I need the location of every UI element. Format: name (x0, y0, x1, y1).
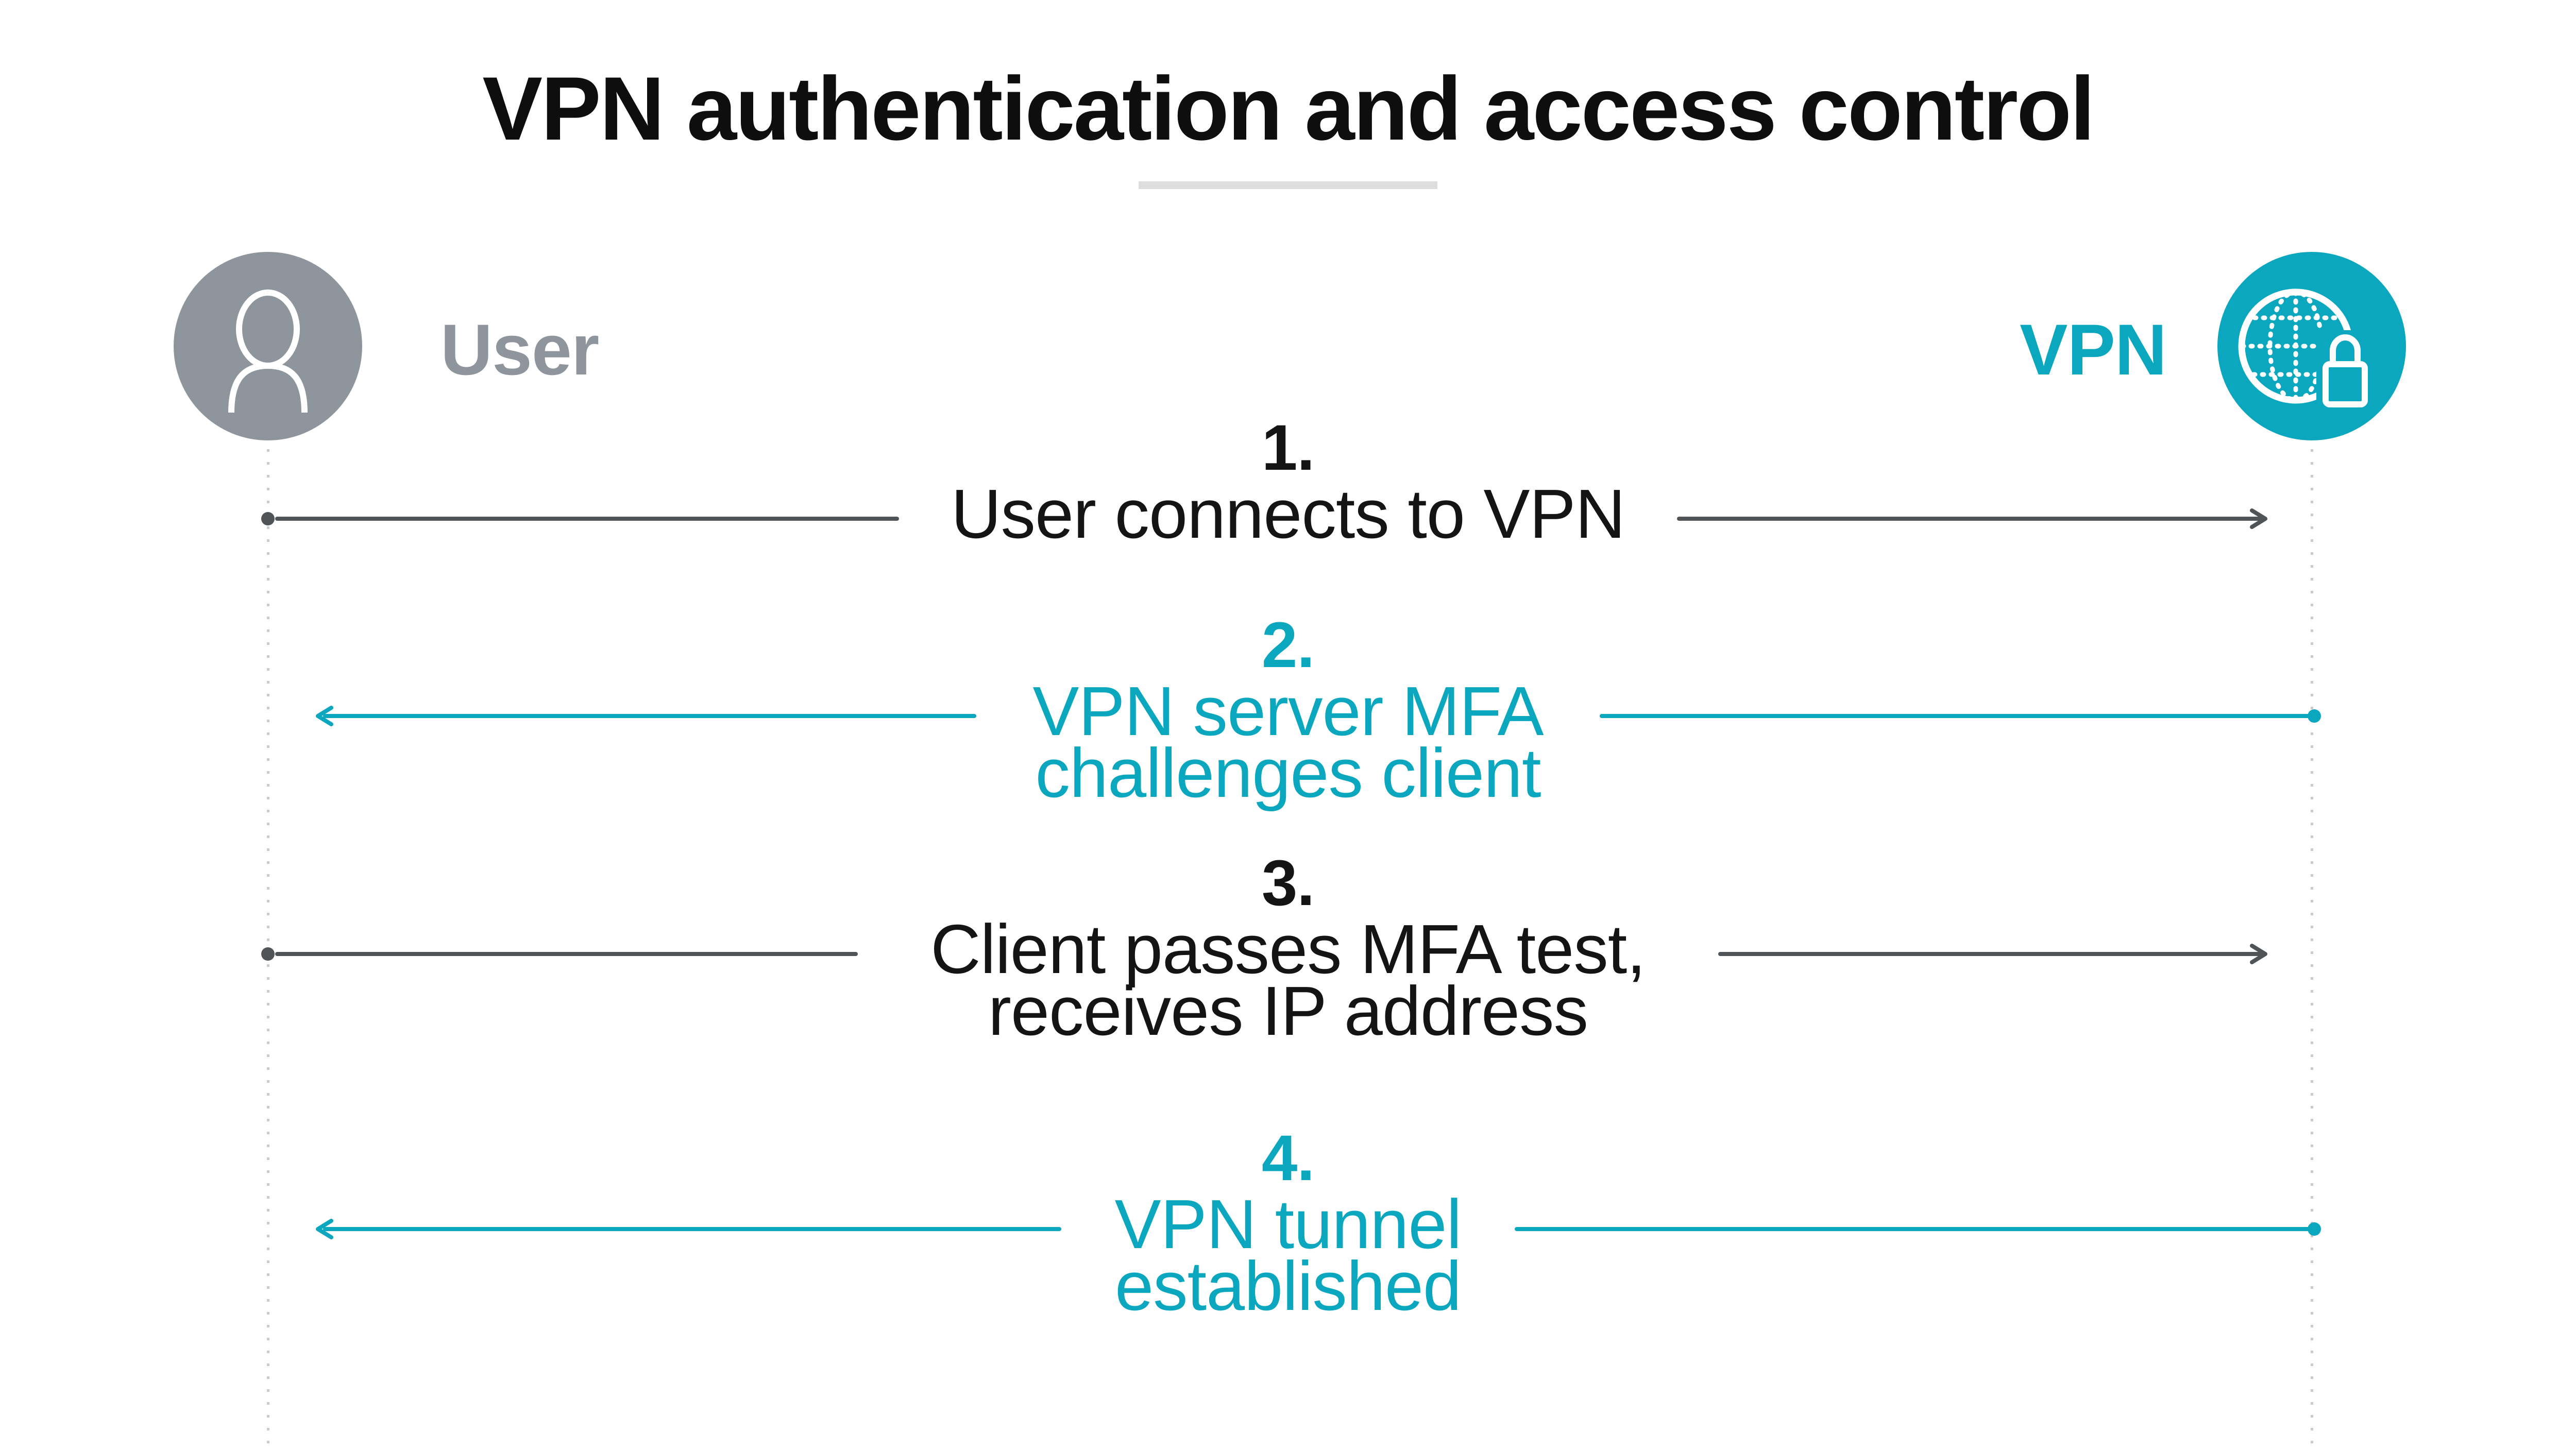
arrowhead-left-icon (316, 1219, 333, 1239)
arrow-line-left (275, 517, 899, 521)
vpn-avatar (2217, 252, 2406, 440)
arrow-origin-dot (261, 512, 275, 525)
arrow-origin-dot (2308, 709, 2321, 723)
arrow-line-left (323, 1227, 1061, 1231)
arrowhead-right-icon (2250, 944, 2267, 964)
arrowhead-left-icon (316, 706, 333, 726)
step-2-number: 2. (1261, 609, 1315, 681)
vpn-lifeline (2311, 449, 2313, 1449)
user-actor-label: User (440, 309, 599, 390)
arrow-origin-dot (2308, 1222, 2321, 1236)
step-1-label-line1: User connects to VPN (951, 475, 1625, 553)
step-4-number: 4. (1261, 1122, 1315, 1194)
step-3-number: 3. (1261, 847, 1315, 919)
arrow-line-left (323, 714, 976, 718)
step-3-label-line2: receives IP address (988, 972, 1588, 1050)
arrow-line-left (275, 952, 858, 956)
arrow-line-right (1718, 952, 2262, 956)
title-divider (1139, 181, 1437, 189)
step-2-label-line2: challenges client (1035, 734, 1541, 812)
person-icon (228, 289, 308, 413)
arrow-line-right (1677, 517, 2262, 521)
arrowhead-right-icon (2250, 508, 2267, 529)
step-1-number: 1. (1261, 412, 1315, 484)
step-3-label-line1: Client passes MFA test, (930, 910, 1646, 988)
step-4-label-line1: VPN tunnel (1114, 1185, 1462, 1263)
arrow-line-right (1600, 714, 2310, 718)
arrow-origin-dot (261, 947, 275, 961)
step-2-label-line1: VPN server MFA (1032, 672, 1544, 750)
vpn-actor-label: VPN (2020, 309, 2167, 390)
arrow-line-right (1515, 1227, 2310, 1231)
globe-lock-icon (2238, 288, 2377, 408)
user-avatar (174, 252, 362, 440)
step-4-label-line2: established (1115, 1247, 1462, 1325)
page-title: VPN authentication and access control (482, 59, 2095, 159)
